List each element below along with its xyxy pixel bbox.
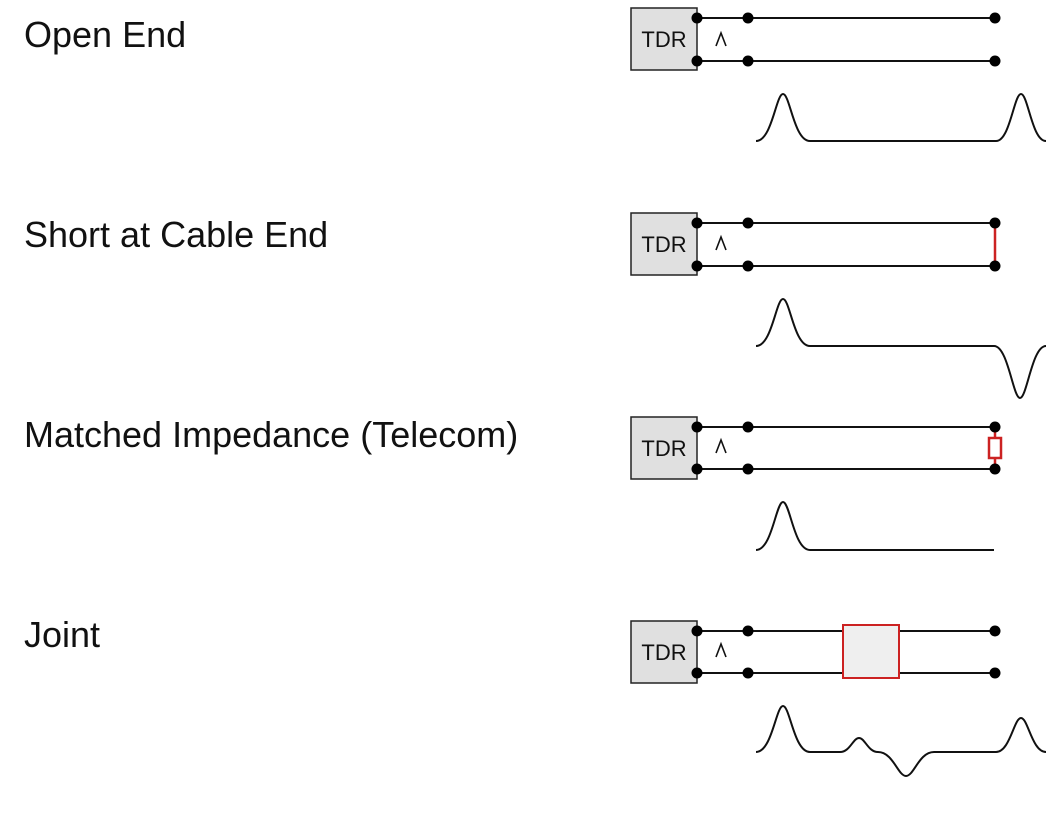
pulse-icon [715, 641, 727, 658]
pulse-icon [715, 30, 727, 47]
tdr-trace-open [755, 92, 1047, 142]
tdr-box [630, 620, 698, 684]
terminal-dot [691, 260, 703, 272]
terminal-dot [742, 463, 754, 475]
case-title-matched-impedance: Matched Impedance (Telecom) [24, 414, 519, 455]
case-title-joint: Joint [24, 614, 101, 655]
case-title-short-at-cable-end: Short at Cable End [24, 214, 329, 255]
terminal-dot [989, 260, 1001, 272]
terminal-dot [691, 55, 703, 67]
terminal-dot [691, 421, 703, 433]
diagram-joint: TDR [630, 620, 1047, 778]
tdr-label: TDR [641, 640, 686, 665]
terminal-dot [989, 55, 1001, 67]
tdr-box [630, 416, 698, 480]
terminal-dot [691, 463, 703, 475]
terminal-dot [691, 625, 703, 637]
diagram-short: TDR [630, 212, 1047, 400]
terminal-dot [691, 667, 703, 679]
tdr-label: TDR [641, 27, 686, 52]
tdr-label: TDR [641, 232, 686, 257]
terminal-dot [989, 12, 1001, 24]
terminal-dot [742, 260, 754, 272]
terminal-dot [742, 217, 754, 229]
terminal-dot [742, 667, 754, 679]
tdr-label: TDR [641, 436, 686, 461]
pulse-icon [715, 234, 727, 251]
tdr-box [630, 7, 698, 71]
terminal-dot [989, 217, 1001, 229]
tdr-trace-short [755, 297, 1047, 400]
case-title-open-end: Open End [24, 14, 187, 55]
terminal-dot [742, 55, 754, 67]
terminal-dot [742, 12, 754, 24]
pulse-icon [715, 437, 727, 454]
diagram-matched-impedance: TDR [630, 416, 1003, 551]
terminal-dot [989, 421, 1001, 433]
tdr-trace-joint [755, 704, 1047, 778]
diagram-open-end: TDR [630, 7, 1047, 142]
tdr-box [630, 212, 698, 276]
terminal-dot [989, 667, 1001, 679]
terminal-dot [989, 625, 1001, 637]
terminal-dot [742, 421, 754, 433]
terminal-dot [742, 625, 754, 637]
terminal-dot [691, 217, 703, 229]
terminal-dot [691, 12, 703, 24]
terminal-dot [989, 463, 1001, 475]
cable-joint [842, 624, 900, 679]
termination-resistor [987, 436, 1003, 460]
tdr-trace-matched [755, 500, 994, 551]
